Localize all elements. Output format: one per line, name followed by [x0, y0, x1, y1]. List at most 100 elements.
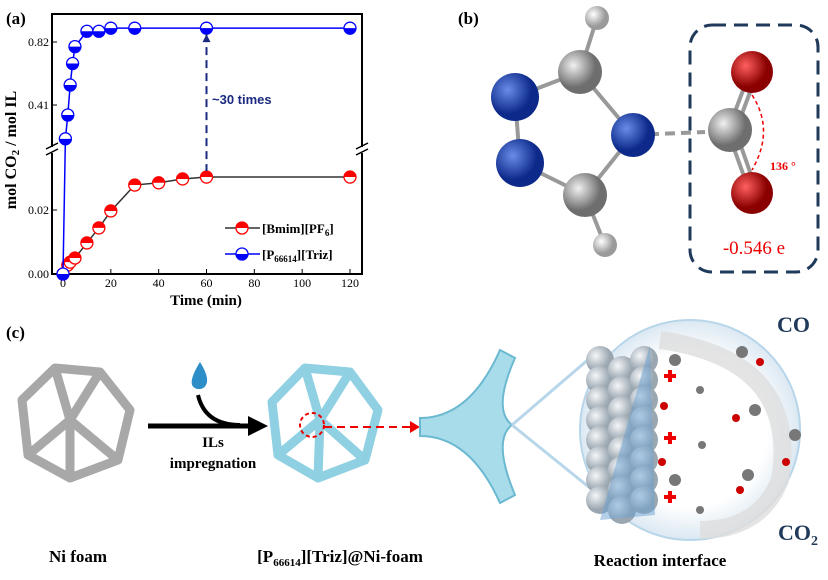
data-point-fill	[68, 46, 81, 53]
y-tick-label: 0.82	[28, 35, 49, 49]
x-tick-label: 40	[153, 276, 165, 290]
data-point	[152, 176, 166, 190]
x-tick-label: 120	[341, 276, 359, 290]
il-coated-foam-image	[267, 363, 383, 483]
data-point-fill	[152, 176, 165, 183]
y-tick-label: 0.00	[28, 267, 49, 281]
legend: [Bmim][PF6] [P66614][Triz]	[225, 221, 334, 264]
data-point-fill	[176, 172, 189, 179]
data-point	[68, 251, 82, 265]
data-point-fill	[92, 31, 105, 38]
nickel-sphere	[586, 446, 614, 474]
data-point-fill	[104, 28, 117, 35]
annotation-30-times: ~30 times	[212, 92, 272, 107]
droplet-icon	[191, 362, 208, 390]
nickel-sphere	[630, 346, 658, 374]
data-point	[92, 24, 106, 38]
nickel-sphere	[586, 366, 614, 394]
data-point-fill	[344, 171, 356, 178]
nickel-sphere	[586, 466, 614, 494]
nickel-sphere	[586, 406, 614, 434]
data-point-fill	[59, 138, 72, 145]
x-tick-label: 80	[248, 276, 260, 290]
product-co: CO	[777, 312, 810, 337]
x-tick-label: 0	[60, 276, 66, 290]
angle-arc	[751, 94, 765, 171]
nickel-sphere	[586, 426, 614, 454]
nickel-sphere	[586, 386, 614, 414]
data-point-fill	[80, 236, 93, 243]
panel-label-c: (c)	[6, 323, 25, 342]
data-point	[128, 21, 142, 35]
data-point-fill	[200, 28, 213, 35]
data-point	[343, 21, 357, 35]
data-point	[56, 267, 70, 281]
strut-closeup	[419, 348, 517, 505]
data-point-fill	[80, 31, 93, 38]
x-axis-label: Time (min)	[170, 293, 242, 309]
data-point	[63, 78, 77, 92]
data-point	[343, 170, 357, 184]
data-point-fill	[128, 179, 141, 186]
y-tick-label: 0.02	[28, 203, 49, 217]
data-point	[80, 24, 94, 38]
data-point	[80, 236, 94, 250]
data-point-fill	[200, 171, 213, 178]
legend-triz: [P66614][Triz]	[262, 247, 333, 264]
ni-foam-image	[17, 363, 135, 483]
data-point	[104, 204, 118, 218]
data-point-fill	[344, 28, 356, 35]
panel-label-a: (a)	[6, 9, 26, 28]
data-point	[58, 132, 73, 146]
triazolate-co2-molecule	[491, 6, 773, 257]
data-point	[68, 39, 82, 54]
data-point-fill	[128, 28, 141, 35]
data-point	[199, 170, 214, 184]
axis-break-gap	[48, 147, 56, 153]
data-point-fill	[61, 115, 74, 122]
data-point	[128, 178, 142, 192]
reaction-interface-image	[579, 319, 801, 541]
nickel-sphere	[586, 346, 614, 374]
x-tick-label: 100	[293, 276, 311, 290]
data-point	[61, 108, 75, 122]
label-reaction-interface: Reaction interface	[594, 551, 727, 570]
label-ni-foam: Ni foam	[49, 547, 107, 566]
data-point-fill	[68, 252, 81, 258]
legend-bmim: [Bmim][PF6]	[262, 221, 334, 238]
label-il-ni-foam: [P66614][Triz]@Ni-foam	[257, 547, 423, 569]
data-point-fill	[64, 85, 77, 92]
data-point	[65, 56, 80, 71]
data-point	[175, 172, 190, 186]
data-point-fill	[57, 274, 69, 280]
reactant-co2: CO2	[778, 520, 818, 549]
nickel-sphere	[608, 356, 636, 384]
arrow-label-ils: ILs	[202, 435, 224, 451]
axis-break-mark	[355, 142, 369, 150]
data-point	[104, 21, 118, 35]
comparison-arrowhead	[202, 34, 211, 43]
charge-value: -0.546 e	[723, 238, 785, 259]
data-point-fill	[66, 63, 79, 70]
axis-break-gap	[358, 147, 366, 153]
bond-angle: 136 °	[770, 159, 796, 173]
axis-break-mark	[355, 148, 369, 156]
x-tick-label: 20	[105, 276, 117, 290]
data-point-fill	[92, 221, 105, 228]
nickel-sphere	[608, 376, 636, 404]
impregnation-arrow	[148, 362, 268, 436]
arrow-label-impregnation: impregnation	[170, 456, 257, 472]
data-point	[92, 221, 106, 235]
data-point-fill	[104, 204, 117, 211]
nickel-sphere	[608, 396, 636, 424]
axis-break-mark	[45, 142, 59, 150]
panel-label-b: (b)	[458, 9, 479, 28]
y-axis-label: mol CO2 / mol IL	[3, 91, 22, 209]
zoom-circle	[299, 412, 325, 438]
co2-highlight-box	[688, 23, 820, 274]
data-point	[199, 21, 214, 35]
x-tick-label: 60	[201, 276, 213, 290]
